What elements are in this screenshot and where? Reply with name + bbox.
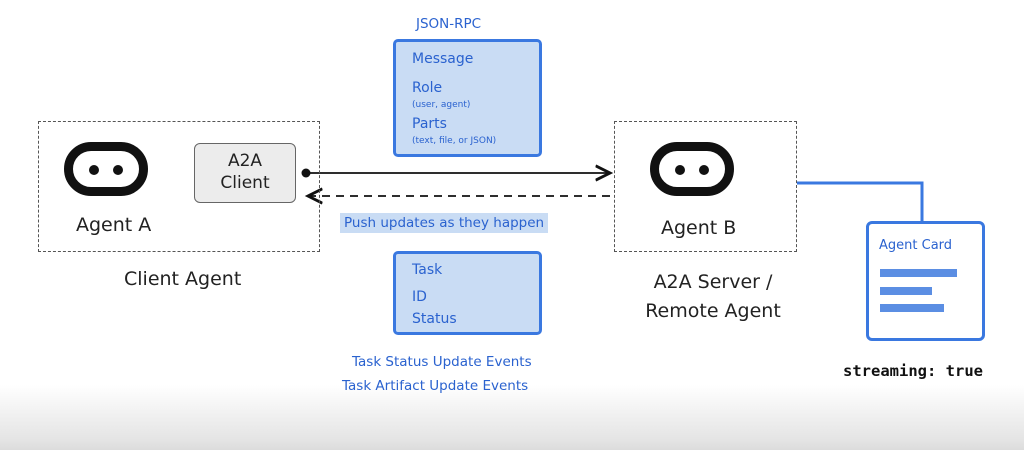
client-agent-caption: Client Agent <box>124 268 242 290</box>
task-artifact-events-label: Task Artifact Update Events <box>342 378 529 394</box>
robot-icon <box>64 142 148 196</box>
message-box: Message Role (user, agent) Parts (text, … <box>393 39 542 157</box>
message-label: Message <box>412 51 474 67</box>
status-label: Status <box>412 311 457 327</box>
server-caption-line1: A2A Server / <box>653 271 773 293</box>
agent-b-label: Agent B <box>661 217 737 239</box>
push-updates-label: Push updates as they happen <box>340 213 549 233</box>
a2a-client-line2: Client <box>220 173 270 193</box>
task-label: Task <box>412 262 443 278</box>
json-rpc-label: JSON-RPC <box>416 16 482 32</box>
task-box: Task ID Status <box>393 251 542 335</box>
agent-card-connector <box>797 181 924 221</box>
bottom-shadow <box>0 385 1024 450</box>
a2a-client-box: A2A Client <box>194 143 296 203</box>
parts-values: (text, file, or JSON) <box>412 136 497 146</box>
agent-a-label: Agent A <box>76 214 152 236</box>
id-label: ID <box>412 289 427 305</box>
client-agent-box <box>38 121 320 252</box>
a2a-client-line1: A2A <box>227 151 263 171</box>
server-agent-box <box>614 121 797 252</box>
role-label: Role <box>412 80 443 96</box>
robot-icon <box>650 142 734 196</box>
task-status-events-label: Task Status Update Events <box>352 354 532 370</box>
agent-card-title: Agent Card <box>879 238 953 253</box>
agent-card: Agent Card <box>866 221 985 341</box>
server-agent-caption: A2A Server / Remote Agent <box>634 268 792 326</box>
streaming-flag: streaming: true <box>843 362 983 380</box>
role-values: (user, agent) <box>412 100 471 110</box>
server-caption-line2: Remote Agent <box>645 300 781 322</box>
parts-label: Parts <box>412 116 447 132</box>
